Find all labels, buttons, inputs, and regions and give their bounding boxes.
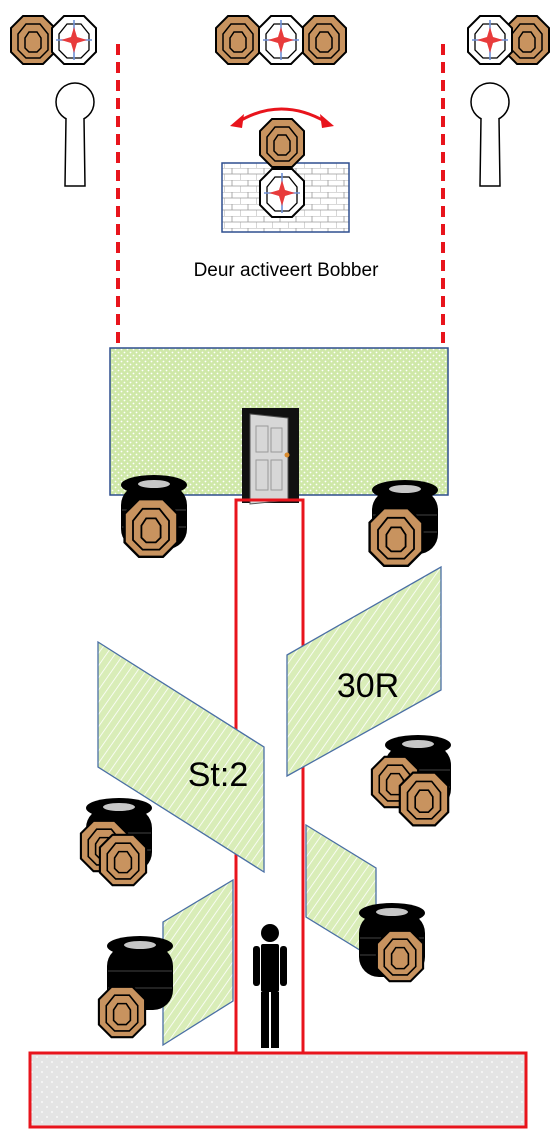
tire-stack-icon (370, 734, 452, 827)
tire-stack-icon (358, 902, 426, 983)
tire-stack-icon (79, 797, 153, 887)
popper-icon (470, 82, 510, 187)
door-icon (242, 408, 299, 505)
bobber-note: Deur activeert Bobber (194, 260, 379, 281)
paper-target-icon (259, 118, 305, 168)
tire-stack-icon (97, 935, 174, 1039)
swing-arrow-icon (237, 107, 327, 124)
no-shoot-target-icon (467, 15, 513, 65)
popper-icon (55, 82, 95, 187)
no-shoot-target-icon (258, 15, 304, 65)
bobber-assembly (221, 107, 350, 233)
barricade-st2 (97, 640, 265, 874)
no-shoot-target-icon (51, 15, 97, 65)
shooter-icon (253, 924, 287, 1048)
paper-target-icon (301, 15, 347, 65)
tire-stack-icon (120, 474, 188, 558)
barricade-lower-left (162, 878, 234, 1047)
no-shoot-target-icon (259, 168, 305, 218)
stage-number-label: St:2 (188, 756, 248, 794)
paper-target-icon (215, 15, 261, 65)
target-group-left (10, 15, 97, 187)
shooting-area (28, 1051, 528, 1129)
target-group-right (467, 15, 550, 187)
tire-stack-icon (368, 479, 439, 567)
round-count-label: 30R (337, 667, 399, 705)
paper-target-icon (10, 15, 56, 65)
target-group-center (215, 15, 347, 65)
barricade-30r (286, 565, 442, 778)
